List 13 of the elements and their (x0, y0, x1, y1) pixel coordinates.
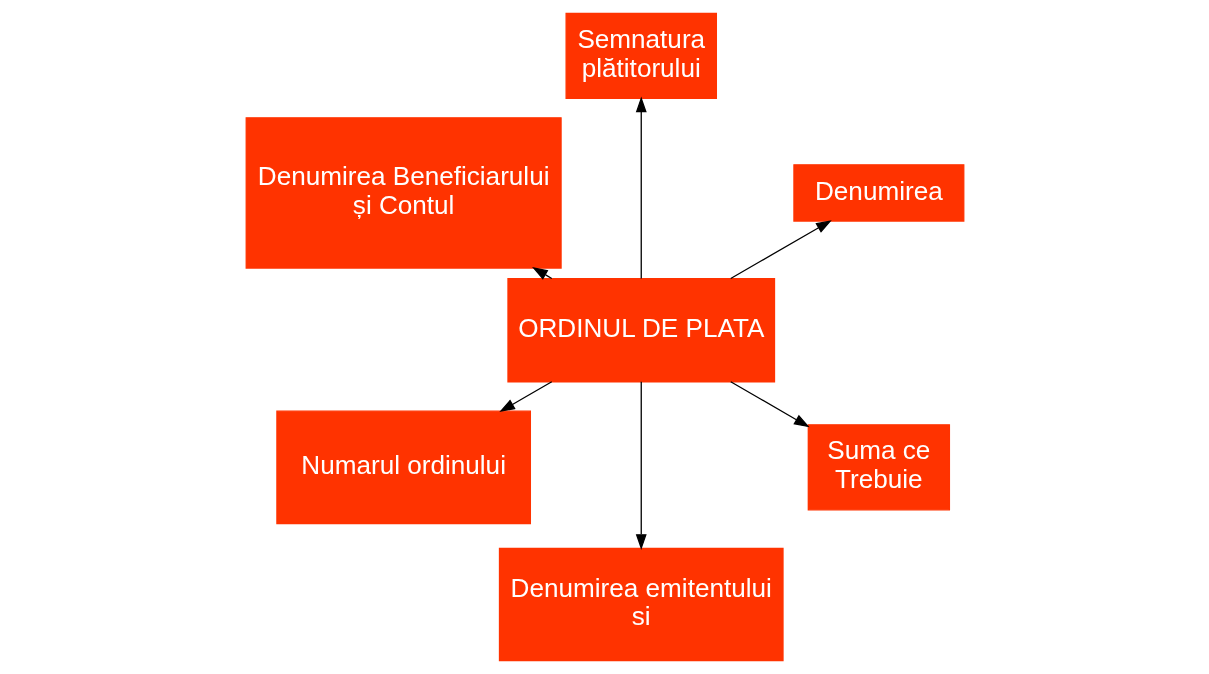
node-box: Denumirea (792, 164, 964, 222)
arrow (531, 267, 552, 280)
node-box: Semnatura plătitorului (564, 12, 717, 99)
arrow (635, 96, 647, 280)
arrow (498, 381, 552, 413)
arrow (729, 381, 810, 428)
node-box: Denumirea emitentului si (498, 547, 784, 662)
node-box: Denumirea Beneficiarului și Contul (245, 117, 562, 269)
node-box: Suma ce Trebuie (807, 424, 950, 511)
node-box: Numarul ordinului (275, 410, 531, 525)
arrow (729, 220, 832, 280)
node-box: ORDINUL DE PLATA (506, 277, 775, 383)
arrow (635, 381, 647, 550)
